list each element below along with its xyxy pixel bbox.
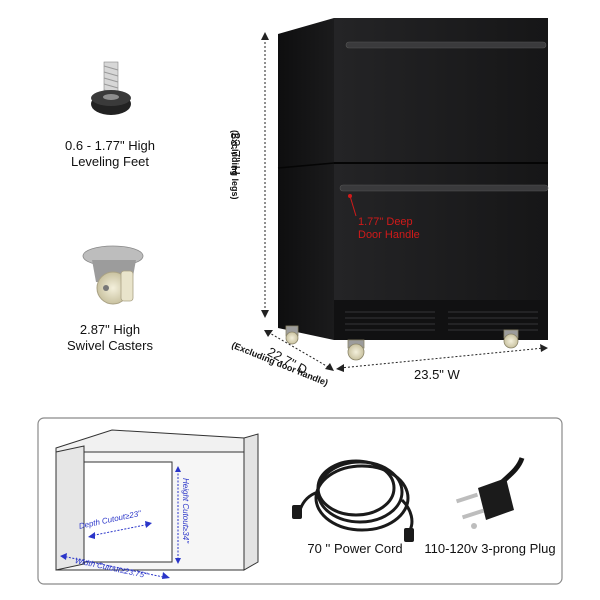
handle-depth-name: Door Handle bbox=[358, 229, 420, 241]
leveling-feet-height: 0.6 - 1.77" High bbox=[65, 138, 155, 153]
cabinet-cutout-diagram bbox=[55, 429, 259, 571]
width-dimension: 23.5" W bbox=[414, 367, 460, 382]
plug-label: 110-120v 3-prong Plug bbox=[424, 541, 556, 556]
power-cord-icon bbox=[298, 459, 414, 532]
height-note: (Excluding legs) bbox=[230, 130, 240, 200]
fridge-casters bbox=[285, 325, 519, 361]
power-cord-label: 70 '' Power Cord bbox=[307, 541, 403, 556]
height-cutout-label: Height Cutout≥34" bbox=[181, 478, 190, 544]
leveling-feet-name: Leveling Feet bbox=[70, 154, 150, 169]
top-door-handle bbox=[345, 41, 547, 49]
leveling-foot-icon bbox=[91, 61, 131, 115]
casters-height: 2.87" High bbox=[79, 322, 141, 337]
fridge-front-panel bbox=[334, 18, 548, 340]
bottom-door-handle bbox=[339, 184, 549, 192]
leveling-feet-label: 0.6 - 1.77" High Leveling Feet bbox=[40, 138, 180, 170]
casters-label: 2.87" High Swivel Casters bbox=[40, 322, 180, 354]
swivel-caster-icon bbox=[82, 245, 144, 305]
handle-depth-label: 1.77" Deep Door Handle bbox=[358, 216, 420, 242]
three-prong-plug-icon bbox=[455, 457, 525, 529]
fridge-side-panel bbox=[278, 18, 334, 340]
casters-name: Swivel Casters bbox=[67, 338, 153, 353]
handle-depth-value: 1.77" Deep bbox=[358, 216, 413, 228]
